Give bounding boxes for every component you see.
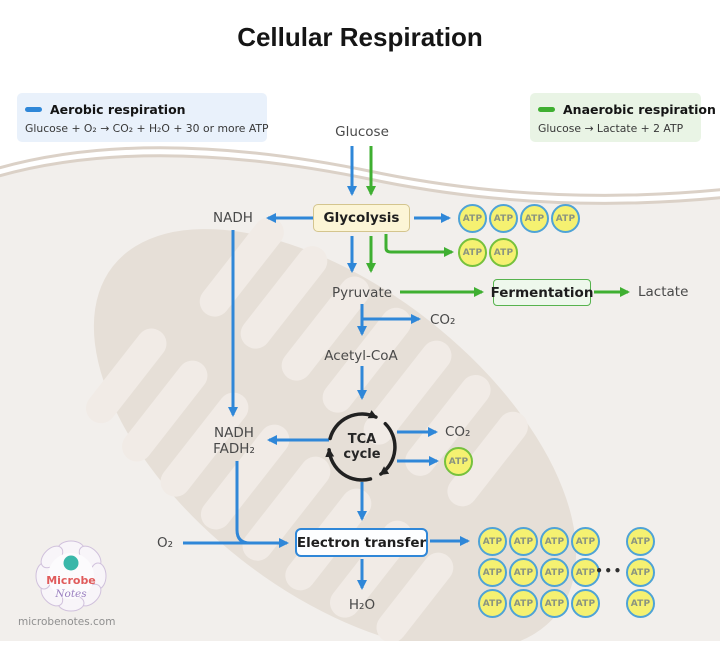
microbe-notes-logo: Microbe Notes <box>35 540 107 612</box>
legend-anaerobic: Anaerobic respiration Glucose → Lactate … <box>530 93 716 142</box>
label-nadh: NADH <box>213 210 253 226</box>
atp-molecule: ATP <box>458 204 487 233</box>
legend-aerobic-equation: Glucose + O₂ → CO₂ + H₂O + 30 or more AT… <box>25 122 269 135</box>
logo-text-microbe: Microbe <box>46 574 96 587</box>
electron-transfer-box: Electron transfer <box>295 528 428 557</box>
website-url: microbenotes.com <box>18 616 116 628</box>
label-glucose: Glucose <box>335 124 389 140</box>
tca-cycle-label: TCA cycle <box>343 432 381 462</box>
atp-molecule: ATP <box>509 558 538 587</box>
atp-ellipsis: ••• <box>595 564 623 578</box>
atp-molecule: ATP <box>478 527 507 556</box>
atp-molecule: ATP <box>626 589 655 618</box>
atp-molecule: ATP <box>478 589 507 618</box>
legend-anaerobic-label: Anaerobic respiration <box>563 102 716 117</box>
label-h2o: H₂O <box>348 597 376 613</box>
atp-molecule: ATP <box>571 527 600 556</box>
anaerobic-line-icon <box>538 107 555 112</box>
arrow-glycolysis-to-atp-anaerobic <box>384 234 454 257</box>
label-o2: O₂ <box>156 535 174 551</box>
atp-molecule: ATP <box>540 527 569 556</box>
atp-molecule: ATP <box>626 527 655 556</box>
legend-anaerobic-equation: Glucose → Lactate + 2 ATP <box>538 122 684 135</box>
atp-molecule: ATP <box>540 589 569 618</box>
atp-molecule: ATP <box>489 204 518 233</box>
atp-molecule: ATP <box>489 238 518 267</box>
mitochondrion <box>85 217 577 641</box>
label-lactate: Lactate <box>638 284 689 300</box>
atp-molecule: ATP <box>571 558 600 587</box>
atp-molecule: ATP <box>509 589 538 618</box>
glycolysis-box: Glycolysis <box>313 204 410 232</box>
atp-molecule: ATP <box>444 447 473 476</box>
label-co2-tca: CO₂ <box>445 424 471 440</box>
atp-molecule: ATP <box>458 238 487 267</box>
atp-molecule: ATP <box>626 558 655 587</box>
logo-microbe-icon <box>63 555 79 571</box>
atp-molecule: ATP <box>540 558 569 587</box>
tca-cycle-arrows <box>325 410 397 482</box>
line-nadh-fadh2-to-electron-transfer <box>235 461 251 545</box>
logo-text-notes: Notes <box>54 588 87 600</box>
atp-molecule: ATP <box>520 204 549 233</box>
page-title: Cellular Respiration <box>237 22 483 52</box>
legend-aerobic-label: Aerobic respiration <box>50 102 186 117</box>
atp-molecule: ATP <box>551 204 580 233</box>
atp-molecule: ATP <box>509 527 538 556</box>
label-acetyl-coa: Acetyl-CoA <box>324 348 398 364</box>
label-nadh-fadh2: NADH FADH₂ <box>213 425 255 457</box>
legend-aerobic: Aerobic respiration Glucose + O₂ → CO₂ +… <box>17 93 269 142</box>
label-pyruvate: Pyruvate <box>331 285 393 301</box>
atp-molecule: ATP <box>478 558 507 587</box>
aerobic-line-icon <box>25 107 42 112</box>
label-co2-glycolysis: CO₂ <box>430 312 456 328</box>
fermentation-box: Fermentation <box>491 279 593 306</box>
cell-membrane <box>0 146 720 205</box>
atp-molecule: ATP <box>571 589 600 618</box>
